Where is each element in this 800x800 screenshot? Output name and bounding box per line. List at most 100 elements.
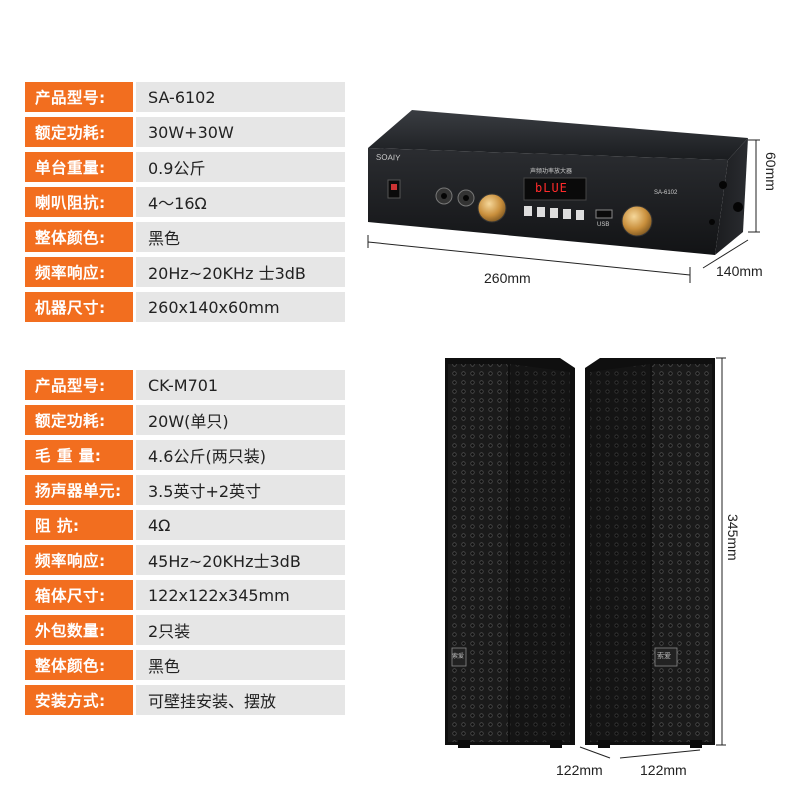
spec-value: 30W+30W — [136, 117, 345, 147]
spec-row-size: 箱体尺寸: 122x122x345mm — [25, 580, 345, 610]
amplifier-display-text: bLUE — [535, 181, 568, 195]
control-button-icon — [550, 208, 558, 218]
side-vent-icon — [709, 219, 715, 225]
spec-value: CK-M701 — [136, 370, 345, 400]
spec-key: 额定功耗: — [25, 117, 133, 147]
side-vent-icon — [719, 181, 727, 189]
speaker-grille — [590, 364, 650, 742]
control-button-icon — [537, 207, 545, 217]
speaker-grille — [510, 364, 570, 742]
spec-value: 20W(单只) — [136, 405, 345, 435]
usb-port-icon — [595, 209, 613, 219]
spec-value: 4～16Ω — [136, 187, 345, 217]
input-jack-icon — [463, 195, 469, 201]
amplifier-brand-label: SOAIY — [375, 152, 401, 163]
input-jack-icon — [441, 193, 447, 199]
spec-key: 整体颜色: — [25, 222, 133, 252]
spec-key: 机器尺寸: — [25, 292, 133, 322]
side-vent-icon — [733, 202, 743, 212]
spec-row-model: 产品型号: CK-M701 — [25, 370, 345, 400]
spec-key: 阻 抗: — [25, 510, 133, 540]
spec-row-color: 整体颜色: 黑色 — [25, 650, 345, 680]
speaker-foot-icon — [550, 740, 562, 748]
spec-value: 黑色 — [136, 650, 345, 680]
amplifier-side-panel — [715, 138, 748, 255]
amplifier-depth-label: 140mm — [716, 263, 763, 279]
spec-key: 产品型号: — [25, 370, 133, 400]
display-screen — [523, 177, 587, 201]
amplifier-height-label: 60mm — [763, 152, 779, 191]
speaker-dimension-lines — [579, 357, 726, 759]
spec-key: 频率响应: — [25, 545, 133, 575]
speaker-badge-icon — [654, 647, 678, 667]
control-button-icon — [576, 210, 584, 220]
spec-row-quantity: 外包数量: 2只装 — [25, 615, 345, 645]
speaker-badge-icon — [451, 647, 467, 667]
speaker-right — [585, 358, 715, 748]
spec-key: 喇叭阻抗: — [25, 187, 133, 217]
amplifier-model-plate: SA-6102 — [654, 190, 678, 196]
speaker-badge-text: 索爱 — [657, 653, 671, 660]
spec-row-impedance: 喇叭阻抗: 4～16Ω — [25, 187, 345, 217]
spec-row-model: 产品型号: SA-6102 — [25, 82, 345, 112]
spec-row-impedance: 阻 抗: 4Ω — [25, 510, 345, 540]
spec-key: 频率响应: — [25, 257, 133, 287]
spec-value: 45Hz~20KHz士3dB — [136, 545, 345, 575]
speaker-foot-icon — [598, 740, 610, 748]
spec-value: 3.5英寸+2英寸 — [136, 475, 345, 505]
spec-key: 整体颜色: — [25, 650, 133, 680]
spec-value: 2只装 — [136, 615, 345, 645]
spec-row-driver: 扬声器单元: 3.5英寸+2英寸 — [25, 475, 345, 505]
spec-row-weight: 单台重量: 0.9公斤 — [25, 152, 345, 182]
speaker-grille — [448, 364, 508, 742]
amplifier-dimension-lines — [367, 139, 760, 283]
amplifier-front-panel — [368, 148, 728, 255]
spec-key: 箱体尺寸: — [25, 580, 133, 610]
spec-key: 产品型号: — [25, 82, 133, 112]
amplifier-body — [368, 110, 748, 255]
spec-key: 额定功耗: — [25, 405, 133, 435]
spec-value: 20Hz~20KHz 士3dB — [136, 257, 345, 287]
spec-row-power: 额定功耗: 20W(单只) — [25, 405, 345, 435]
spec-row-frequency: 频率响应: 45Hz~20KHz士3dB — [25, 545, 345, 575]
amplifier-spec-table: 产品型号: SA-6102 额定功耗: 30W+30W 单台重量: 0.9公斤 … — [25, 82, 345, 327]
spec-value: SA-6102 — [136, 82, 345, 112]
speaker-badge-text: 索爱 — [452, 654, 465, 660]
amplifier-top-label: 声频功率放大器 — [530, 169, 573, 175]
speaker-grille — [652, 364, 712, 742]
spec-value: 0.9公斤 — [136, 152, 345, 182]
spec-key: 外包数量: — [25, 615, 133, 645]
spec-value: 260x140x60mm — [136, 292, 345, 322]
spec-row-size: 机器尺寸: 260x140x60mm — [25, 292, 345, 322]
volume-knob-icon — [477, 193, 507, 223]
speaker-height-label: 345mm — [725, 514, 741, 561]
speaker-foot-icon — [690, 740, 702, 748]
control-button-icon — [563, 209, 571, 219]
spec-key: 扬声器单元: — [25, 475, 133, 505]
spec-value: 黑色 — [136, 222, 345, 252]
spec-key: 安装方式: — [25, 685, 133, 715]
speaker-spec-table: 产品型号: CK-M701 额定功耗: 20W(单只) 毛 重 量: 4.6公斤… — [25, 370, 345, 720]
spec-row-weight: 毛 重 量: 4.6公斤(两只装) — [25, 440, 345, 470]
control-button-icon — [524, 206, 532, 216]
spec-value: 可壁挂安装、摆放 — [136, 685, 345, 715]
speaker-width-b-label: 122mm — [640, 762, 687, 778]
spec-row-frequency: 频率响应: 20Hz~20KHz 士3dB — [25, 257, 345, 287]
amplifier-top-face — [368, 110, 748, 160]
amplifier-usb-label: USB — [597, 222, 610, 228]
speaker-left — [445, 358, 575, 748]
spec-row-install: 安装方式: 可壁挂安装、摆放 — [25, 685, 345, 715]
amplifier-width-label: 260mm — [484, 270, 531, 286]
spec-value: 122x122x345mm — [136, 580, 345, 610]
speaker-foot-icon — [458, 740, 470, 748]
spec-value: 4Ω — [136, 510, 345, 540]
spec-row-color: 整体颜色: 黑色 — [25, 222, 345, 252]
spec-key: 单台重量: — [25, 152, 133, 182]
spec-value: 4.6公斤(两只装) — [136, 440, 345, 470]
spec-row-power: 额定功耗: 30W+30W — [25, 117, 345, 147]
spec-key: 毛 重 量: — [25, 440, 133, 470]
tone-knob-icon — [621, 205, 653, 237]
speaker-width-a-label: 122mm — [556, 762, 603, 778]
power-indicator-icon — [391, 184, 397, 190]
